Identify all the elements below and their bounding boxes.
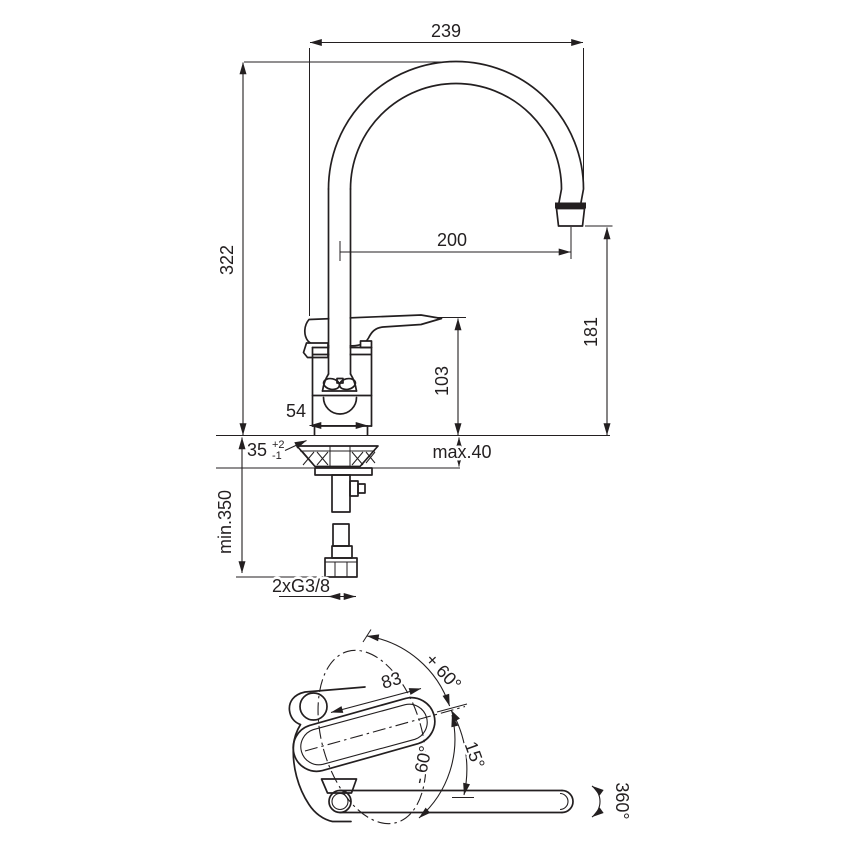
escutcheon-claw-hatching — [302, 451, 376, 466]
dim-handle-length — [330, 687, 422, 714]
cartridge-eye-right — [338, 377, 357, 391]
label-hole-tol-minus: -1 — [272, 450, 282, 462]
spout-outer-curve — [327, 60, 585, 204]
hose-braid — [332, 523, 350, 547]
label-min-clearance: min.350 — [215, 490, 235, 554]
spout-tube-top-view — [328, 789, 574, 814]
label-overall-height: 322 — [217, 245, 237, 275]
label-base-width: 54 — [286, 401, 306, 421]
label-hole-tol-plus: +2 — [272, 439, 285, 451]
hose-collar — [331, 545, 353, 559]
label-spout-reach: 200 — [437, 230, 467, 250]
mounting-hardware — [296, 445, 379, 513]
label-overall-width: 239 — [431, 21, 461, 41]
body-top-right-corner — [359, 340, 373, 349]
spout-arc — [327, 60, 586, 227]
top-view: 83 + 60° - 60° 15° 360° — [288, 629, 635, 825]
spout-joint — [320, 778, 358, 794]
label-connection: 2xG3/8 — [272, 576, 330, 596]
arc-offset-angle — [450, 709, 470, 796]
mounting-washer — [314, 467, 373, 476]
front-view: 239 322 200 181 103 54 35 +2 -1 max.40 m… — [215, 21, 613, 600]
hole-leader-line — [284, 440, 307, 451]
label-spout-rotation: 360° — [612, 782, 632, 819]
riser-pipe — [327, 188, 352, 375]
spout-inner-curve — [349, 82, 563, 204]
hose-nut — [324, 557, 358, 578]
body-hole-top-view — [299, 692, 328, 721]
handle-centerline — [304, 705, 466, 752]
threaded-shank — [331, 474, 351, 513]
label-swing-minus: - 60° — [408, 744, 436, 786]
arc-swing-plus — [366, 634, 451, 707]
label-deck-thickness: max.40 — [432, 442, 491, 462]
cartridge-detail — [321, 373, 358, 415]
label-offset-angle: 15° — [461, 739, 489, 771]
label-hole-diameter: 35 — [247, 440, 267, 460]
handle-lever — [303, 314, 443, 347]
aerator-ring — [555, 202, 586, 209]
supply-hose — [324, 523, 358, 578]
dome-arc — [322, 396, 358, 415]
body-outline-top-view — [288, 686, 366, 823]
front-view-dimensions: 239 322 200 181 103 54 35 +2 -1 max.40 m… — [215, 21, 613, 600]
handle-swing-envelope — [317, 649, 427, 825]
escutcheon — [296, 445, 379, 468]
label-handle-length: 83 — [379, 668, 404, 693]
label-swing-plus: + 60° — [422, 649, 466, 694]
label-body-height: 103 — [432, 366, 452, 396]
aerator-body — [555, 207, 586, 227]
shank-outlet — [349, 480, 359, 497]
label-outlet-height: 181 — [581, 317, 601, 347]
arc-spout-rotation — [591, 785, 604, 818]
base-ring — [313, 425, 369, 436]
spout-end-cap — [561, 789, 574, 814]
